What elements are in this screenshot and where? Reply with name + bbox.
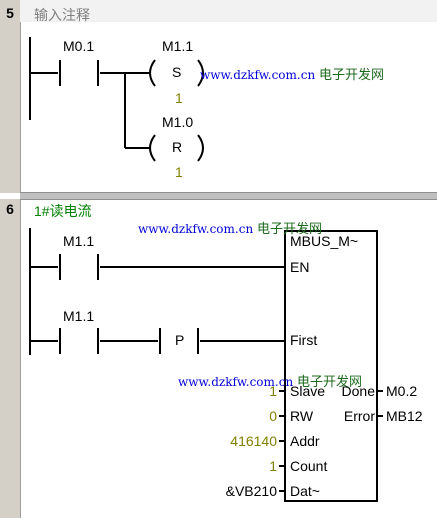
mbus-val-data[interactable]: &VB210	[225, 483, 277, 499]
n6-contact1-addr[interactable]: M1.1	[63, 233, 95, 249]
n6-contact2-addr[interactable]: M1.1	[63, 308, 95, 324]
network-divider	[20, 192, 437, 200]
mbus-in-addr: Addr	[290, 433, 320, 449]
network5-number: 5	[6, 5, 14, 21]
n5-coil-r-right	[197, 134, 204, 162]
n5-coil-r-left	[149, 134, 156, 162]
mbus-val-rw[interactable]: 0	[269, 408, 277, 424]
mbus-out-done: Done	[341, 383, 375, 399]
watermark-3: www.dzkfw.com.cn 电子开发网	[178, 371, 362, 390]
network6-number: 6	[6, 201, 14, 217]
n5-contact-addr[interactable]: M0.1	[63, 38, 95, 54]
watermark-1-url: www.dzkfw.com.cn	[200, 68, 316, 82]
watermark-2-url: www.dzkfw.com.cn	[138, 222, 254, 236]
n5-set-coil-count[interactable]: 1	[175, 90, 183, 106]
n5-coil-s-right	[197, 59, 204, 87]
watermark-1-text: 电子开发网	[319, 68, 385, 83]
watermark-2: www.dzkfw.com.cn 电子开发网	[138, 218, 322, 237]
mbus-val-count[interactable]: 1	[269, 458, 277, 474]
n5-reset-coil-label: R	[172, 139, 183, 155]
n5-coil-s-left	[149, 59, 156, 87]
mbus-in-data: Dat~	[290, 483, 320, 499]
mbus-in-first: First	[290, 332, 318, 348]
watermark-2-text: 电子开发网	[257, 222, 323, 237]
network6-comment[interactable]: 1#读电流	[34, 203, 92, 219]
mbus-out-error: Error	[343, 408, 375, 424]
n5-set-coil-label: S	[172, 64, 182, 80]
network5-header[interactable]	[20, 0, 437, 22]
n5-set-coil-addr[interactable]: M1.1	[162, 38, 194, 54]
network5-comment[interactable]: 输入注释	[34, 7, 90, 23]
mbus-in-count: Count	[290, 458, 328, 474]
mbus-in-slave: Slave	[290, 383, 326, 399]
mbus-val-done[interactable]: M0.2	[386, 383, 418, 399]
mbus-in-rw: RW	[290, 408, 314, 424]
watermark-1: www.dzkfw.com.cn 电子开发网	[200, 64, 384, 83]
mbus-block-name[interactable]: MBUS_M~	[290, 233, 359, 249]
network5-number-strip	[0, 0, 21, 193]
network6-number-strip	[0, 199, 21, 518]
watermark-3-text: 电子开发网	[297, 375, 363, 390]
mbus-val-error[interactable]: MB12	[386, 408, 423, 424]
watermark-3-url: www.dzkfw.com.cn	[178, 375, 294, 389]
n6-p-label: P	[175, 332, 185, 348]
mbus-block-box	[284, 230, 378, 502]
n5-reset-coil-count[interactable]: 1	[175, 164, 183, 180]
mbus-in-en: EN	[290, 259, 310, 275]
mbus-val-addr[interactable]: 416140	[230, 433, 277, 449]
mbus-val-slave[interactable]: 1	[269, 383, 277, 399]
n5-reset-coil-addr[interactable]: M1.0	[162, 114, 194, 130]
